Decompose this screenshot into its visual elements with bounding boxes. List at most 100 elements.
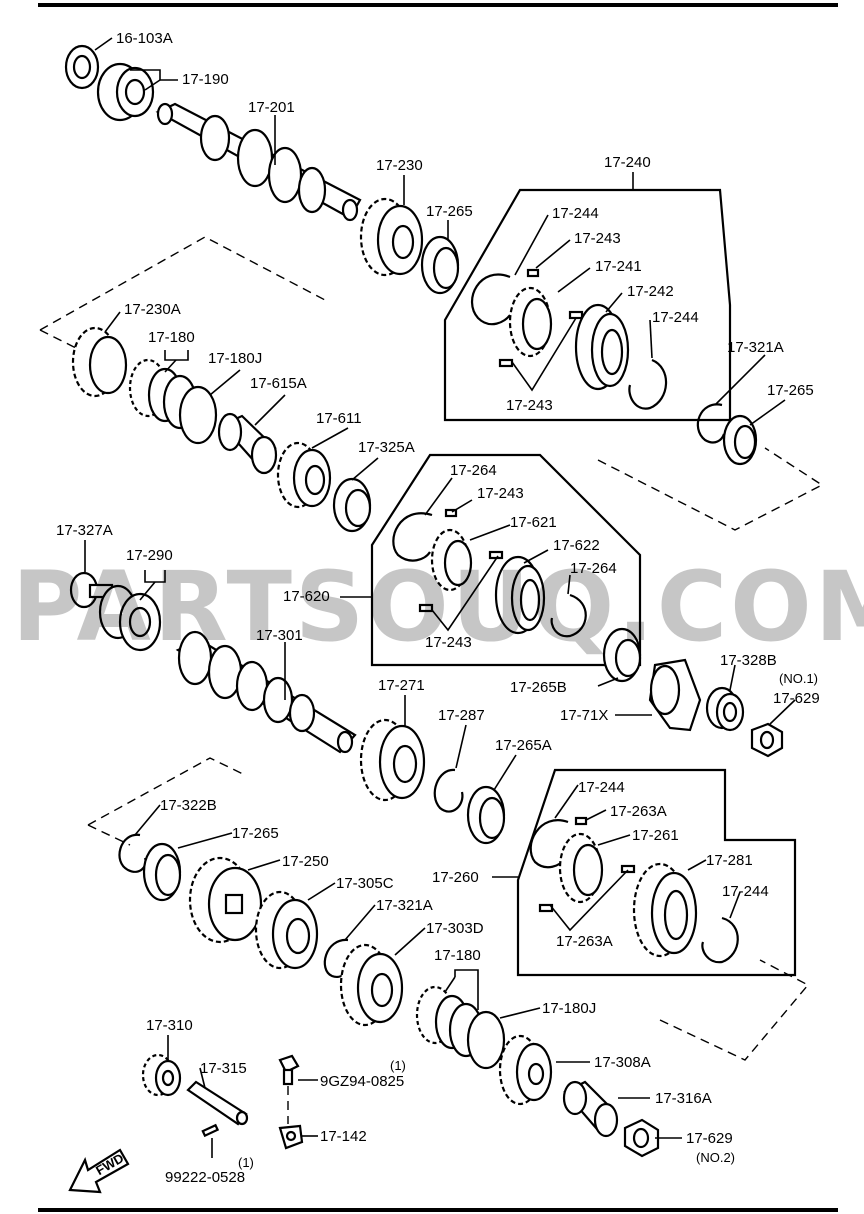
bearing-17-180 <box>128 358 198 430</box>
watermark: PARTSOUQ.COM <box>12 551 864 663</box>
ring-17-265-right <box>722 414 758 466</box>
label-17-621: 17-621 <box>510 514 557 531</box>
snap-ring-17-264-b <box>550 593 587 638</box>
gear-17-230 <box>359 197 424 277</box>
label-17-243-c: 17-243 <box>477 485 524 502</box>
guide-17-71X <box>648 658 702 732</box>
snap-ring-17-264-a <box>392 512 433 562</box>
label-17-244-a: 17-244 <box>552 205 599 222</box>
sleeve-17-615A <box>217 412 278 475</box>
label-17-180J: 17-180J <box>208 350 262 367</box>
label-qty-1-a: (1) <box>390 1058 406 1073</box>
gear-17-303D <box>339 943 404 1027</box>
label-17-243-d: 17-243 <box>425 634 472 651</box>
lock-17-142 <box>278 1124 304 1150</box>
label-17-615A: 17-615A <box>250 375 307 392</box>
label-17-244-d: 17-244 <box>722 883 769 900</box>
leader-lines <box>84 37 796 1158</box>
gear-17-308A <box>498 1034 553 1106</box>
label-qty-1-b: (1) <box>238 1155 254 1170</box>
fwd-arrow: FWD <box>68 1148 130 1194</box>
dashed-region-lower-left <box>87 757 246 826</box>
dashed-region-right <box>597 447 824 531</box>
gear-17-271 <box>359 718 426 802</box>
snap-ring-17-287 <box>433 768 464 813</box>
label-17-260: 17-260 <box>432 869 479 886</box>
label-17-263A-b: 17-263A <box>556 933 613 950</box>
synchro-hub-17-621 <box>430 528 473 592</box>
countershaft-17-301 <box>175 630 357 754</box>
label-17-230: 17-230 <box>376 157 423 174</box>
label-17-322B: 17-322B <box>160 797 217 814</box>
bearing-17-190 <box>96 62 155 122</box>
snap-ring-17-321A-upper <box>696 403 726 444</box>
label-17-315: 17-315 <box>200 1060 247 1077</box>
bearing-16-103A <box>64 44 100 90</box>
label-17-230A: 17-230A <box>124 301 181 318</box>
label-17-287: 17-287 <box>438 707 485 724</box>
key-17-243-d <box>444 508 458 518</box>
label-16-103A: 16-103A <box>116 30 173 47</box>
bearing-17-290 <box>98 584 162 652</box>
label-17-620: 17-620 <box>283 588 330 605</box>
label-17-290: 17-290 <box>126 547 173 564</box>
ring-17-265B <box>602 627 642 683</box>
washer-17-180J-lower <box>466 1010 506 1070</box>
dashed-region-upper-left <box>39 236 326 331</box>
label-17-261: 17-261 <box>632 827 679 844</box>
snap-ring-17-244-d <box>701 916 739 964</box>
label-17-265-lower: 17-265 <box>232 825 279 842</box>
label-17-71X: 17-71X <box>560 707 608 724</box>
input-shaft-17-201 <box>155 102 362 222</box>
nut-17-629-no1 <box>750 722 784 758</box>
label-17-629-no1: 17-629 <box>773 690 820 707</box>
key-17-263A-a <box>574 816 588 826</box>
part-labels: 16-103A 17-190 17-201 17-230 17-265 17-2… <box>56 30 820 1186</box>
label-17-190: 17-190 <box>182 71 229 88</box>
label-17-265A: 17-265A <box>495 737 552 754</box>
group-box-17-260 <box>516 768 797 977</box>
label-17-305C: 17-305C <box>336 875 394 892</box>
sleeve-17-622 <box>494 555 546 635</box>
label-17-263A-a: 17-263A <box>610 803 667 820</box>
pin-99222-0528 <box>201 1123 220 1138</box>
label-17-328B: 17-328B <box>720 652 777 669</box>
ring-17-265-upper <box>420 235 460 295</box>
label-17-321A-lower: 17-321A <box>376 897 433 914</box>
label-17-622: 17-622 <box>553 537 600 554</box>
label-17-142: 17-142 <box>320 1128 367 1145</box>
label-17-244-c: 17-244 <box>578 779 625 796</box>
label-17-316A: 17-316A <box>655 1090 712 1107</box>
key-17-243-f <box>418 603 434 613</box>
dashed-region-lower-right <box>659 959 810 1061</box>
label-17-281: 17-281 <box>706 852 753 869</box>
label-17-264-a: 17-264 <box>450 462 497 479</box>
gear-17-305C <box>254 890 319 970</box>
ring-17-265A <box>466 785 506 845</box>
sleeve-17-316A <box>562 1080 619 1138</box>
sleeve-17-281 <box>632 862 698 958</box>
ring-17-265-lower <box>142 842 182 902</box>
snap-ring-17-244-c <box>529 819 569 869</box>
bearing-17-180-lower <box>415 985 484 1058</box>
label-17-240: 17-240 <box>604 154 651 171</box>
ring-17-325A <box>332 477 372 533</box>
snap-ring-17-244-a <box>471 273 511 326</box>
label-no1: (NO.1) <box>779 671 818 686</box>
snap-ring-17-244-b <box>628 358 668 410</box>
label-17-201: 17-201 <box>248 99 295 116</box>
snap-ring-17-322B <box>118 833 147 873</box>
bushing-17-328B <box>705 686 745 732</box>
label-17-244-b: 17-244 <box>652 309 699 326</box>
label-17-265-upper: 17-265 <box>426 203 473 220</box>
key-17-243-b <box>568 310 584 320</box>
label-no2: (NO.2) <box>696 1150 735 1165</box>
label-17-241: 17-241 <box>595 258 642 275</box>
washer-17-180J <box>178 385 218 445</box>
nut-17-629-no2 <box>623 1118 660 1158</box>
label-17-180J-lower: 17-180J <box>542 1000 596 1017</box>
label-17-271: 17-271 <box>378 677 425 694</box>
label-17-243-a: 17-243 <box>574 230 621 247</box>
label-17-250: 17-250 <box>282 853 329 870</box>
